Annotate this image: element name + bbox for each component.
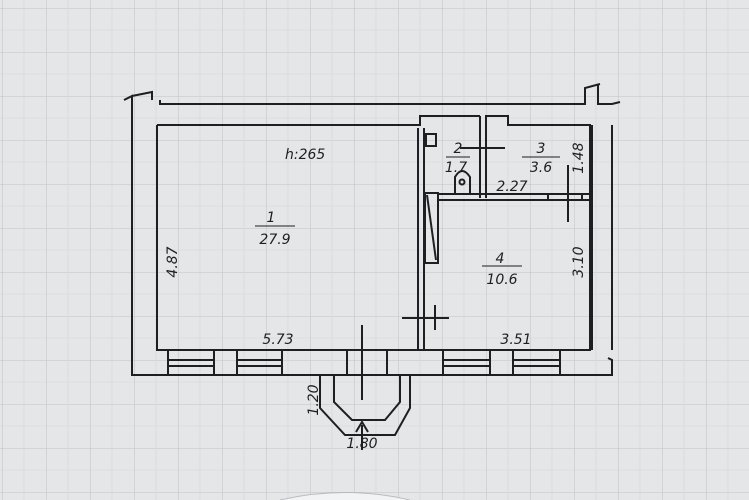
dim-porch-width: 1.80 (346, 436, 377, 452)
room-4-area: 10.6 (486, 272, 517, 288)
labels: h:265 1 27.9 2 1.7 3 3.6 4 10.6 4.87 5.7… (165, 141, 587, 452)
dim-porch-depth: 1.20 (306, 384, 322, 415)
dim-corridor-width: 2.27 (496, 179, 527, 195)
room-3-number: 3 (537, 141, 546, 157)
room-3-area: 3.6 (530, 160, 552, 176)
walls (123, 83, 621, 450)
room-1-number: 1 (267, 210, 276, 226)
room-1-area: 27.9 (259, 232, 290, 248)
dim-room4-height: 3.10 (571, 246, 587, 277)
dim-left-height: 4.87 (165, 246, 181, 277)
paper-arc (279, 492, 411, 500)
room-2-area: 1.7 (445, 160, 467, 176)
room-4-number: 4 (496, 251, 505, 267)
dim-room3-height: 1.48 (571, 142, 587, 173)
ceiling-height-label: h:265 (285, 147, 325, 163)
dim-room1-width: 5.73 (262, 332, 293, 348)
dim-room4-width: 3.51 (500, 332, 531, 348)
room-2-number: 2 (454, 141, 463, 157)
